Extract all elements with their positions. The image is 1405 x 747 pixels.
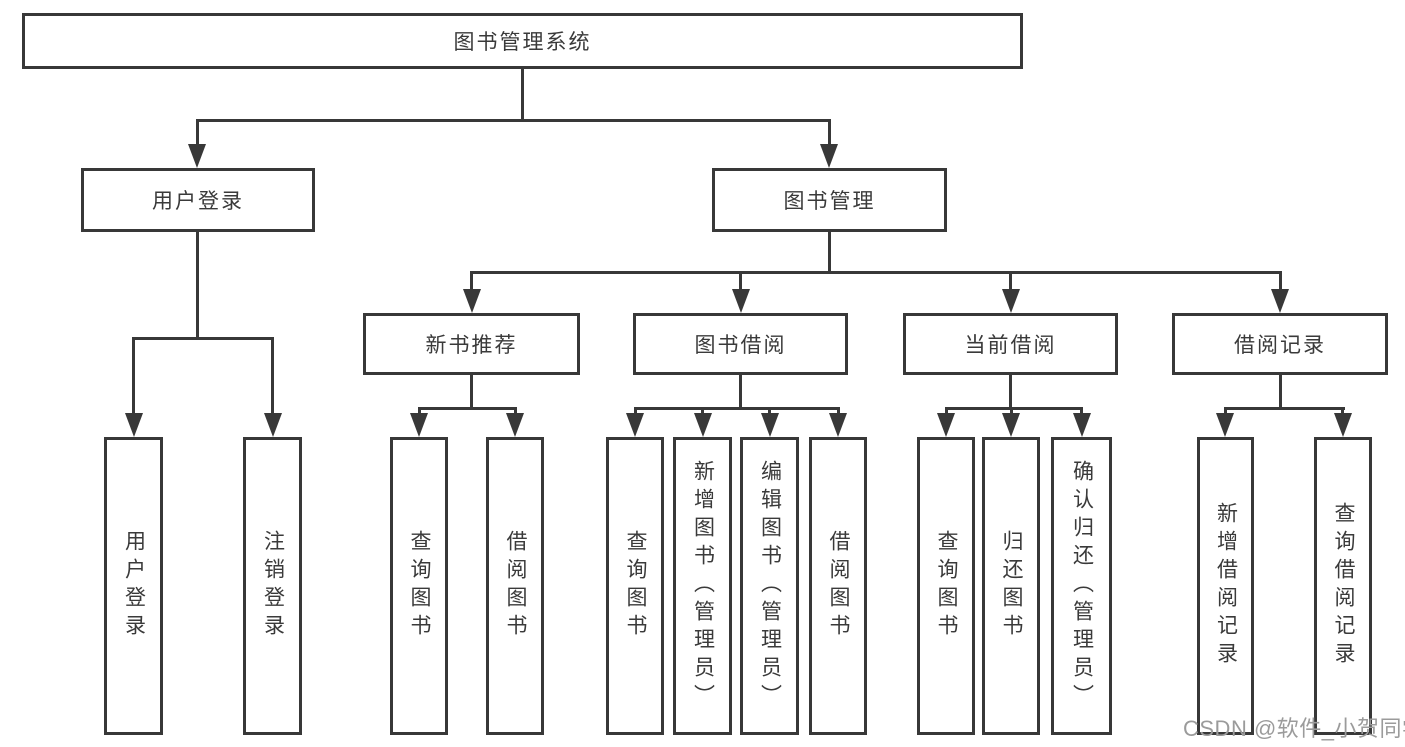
node-label: 借阅图书 bbox=[827, 530, 851, 642]
node-current-borrowing: 当前借阅 bbox=[903, 313, 1118, 375]
node-label: 用户登录 bbox=[122, 530, 146, 642]
arrow-down-icon bbox=[470, 271, 473, 289]
connector-user-login-bar bbox=[132, 337, 274, 340]
node-label: 注销登录 bbox=[261, 530, 285, 642]
arrow-down-icon bbox=[1080, 407, 1083, 413]
arrow-down-icon bbox=[633, 407, 637, 413]
connector-new-book-trunk bbox=[470, 375, 473, 409]
node-book-management: 图书管理 bbox=[712, 168, 947, 232]
node-query-borrow-record: 查询借阅记录 bbox=[1314, 437, 1372, 735]
node-book-borrowing: 图书借阅 bbox=[633, 313, 848, 375]
node-label: 编辑图书（管理员） bbox=[758, 460, 782, 712]
node-label: 新书推荐 bbox=[425, 334, 518, 357]
arrow-down-icon bbox=[701, 407, 704, 413]
arrow-down-icon bbox=[1009, 271, 1012, 289]
connector-new-book-bar bbox=[417, 407, 517, 410]
connector-current-trunk bbox=[1009, 375, 1012, 409]
node-borrowing-records: 借阅记录 bbox=[1172, 313, 1388, 375]
arrow-down-icon bbox=[836, 407, 840, 413]
node-query-books-recommend: 查询图书 bbox=[390, 437, 448, 735]
node-confirm-return-admin: 确认归还（管理员） bbox=[1051, 437, 1112, 735]
connector-records-trunk bbox=[1278, 375, 1282, 409]
node-label: 图书管理 bbox=[783, 190, 876, 213]
connector-borrowing-bar bbox=[633, 407, 840, 410]
node-new-book-recommendation: 新书推荐 bbox=[363, 313, 580, 375]
node-label: 查询借阅记录 bbox=[1332, 502, 1356, 670]
arrow-down-icon bbox=[1341, 407, 1344, 413]
arrow-down-icon bbox=[513, 407, 517, 413]
node-label: 用户登录 bbox=[152, 190, 244, 213]
arrow-down-icon bbox=[1009, 407, 1013, 413]
node-query-books-current: 查询图书 bbox=[917, 437, 975, 735]
node-label: 图书借阅 bbox=[694, 334, 787, 357]
arrow-down-icon bbox=[1223, 407, 1227, 413]
connector-current-bar bbox=[944, 407, 1083, 410]
node-label: 归还图书 bbox=[1000, 530, 1024, 642]
connector-user-login-trunk bbox=[196, 232, 199, 338]
connector-root-trunk bbox=[520, 69, 524, 122]
node-add-books-admin: 新增图书（管理员） bbox=[673, 437, 732, 735]
connector-root-bar bbox=[196, 119, 831, 122]
node-user-login: 用户登录 bbox=[81, 168, 315, 232]
connector-borrowing-trunk bbox=[739, 375, 742, 409]
node-edit-books-admin: 编辑图书（管理员） bbox=[740, 437, 799, 735]
arrow-down-icon bbox=[195, 119, 199, 144]
node-label: 借阅图书 bbox=[504, 530, 528, 642]
node-label: 借阅记录 bbox=[1234, 334, 1326, 357]
node-query-books-borrowing: 查询图书 bbox=[606, 437, 664, 735]
node-return-books: 归还图书 bbox=[982, 437, 1040, 735]
node-library-management-system: 图书管理系统 bbox=[22, 13, 1023, 69]
arrow-down-icon bbox=[739, 271, 742, 289]
connector-book-mgmt-trunk bbox=[828, 232, 831, 274]
node-label: 确认归还（管理员） bbox=[1070, 460, 1094, 712]
arrow-down-icon bbox=[417, 407, 421, 413]
arrow-down-icon bbox=[1278, 271, 1282, 289]
node-user-login-leaf: 用户登录 bbox=[104, 437, 163, 735]
node-borrow-books-recommend: 借阅图书 bbox=[486, 437, 544, 735]
arrow-down-icon bbox=[944, 407, 948, 413]
node-label: 当前借阅 bbox=[964, 334, 1057, 357]
node-logout: 注销登录 bbox=[243, 437, 302, 735]
node-borrow-books-borrowing: 借阅图书 bbox=[809, 437, 867, 735]
arrow-down-icon bbox=[827, 119, 831, 144]
connector-book-mgmt-bar bbox=[470, 271, 1281, 274]
node-label: 新增图书（管理员） bbox=[691, 460, 715, 712]
node-label: 新增借阅记录 bbox=[1214, 502, 1238, 670]
arrow-down-icon bbox=[132, 337, 135, 413]
watermark: CSDN @软件_小贺同学 bbox=[1183, 716, 1405, 741]
arrow-down-icon bbox=[768, 407, 771, 413]
arrow-down-icon bbox=[271, 337, 274, 413]
connector-records-bar bbox=[1223, 407, 1345, 410]
node-add-borrow-record: 新增借阅记录 bbox=[1197, 437, 1254, 735]
node-label: 图书管理系统 bbox=[453, 31, 592, 54]
node-label: 查询图书 bbox=[408, 530, 432, 642]
node-label: 查询图书 bbox=[935, 530, 959, 642]
node-label: 查询图书 bbox=[624, 530, 648, 642]
